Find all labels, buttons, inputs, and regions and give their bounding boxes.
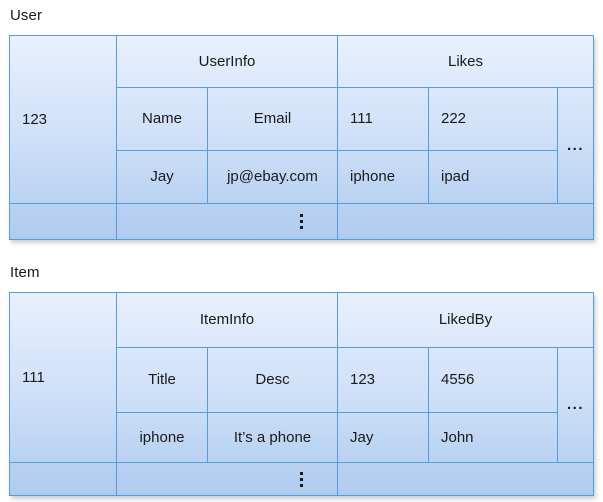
qualifier-cell-111: 111 [350, 110, 373, 127]
entity-table-user: 123 UserInfo Likes Name Email 111 222 Ja… [9, 35, 594, 240]
hline-footer-item [10, 462, 593, 463]
hline-qualifier-value-item [116, 412, 557, 413]
vertical-ellipsis-icon-user [300, 214, 303, 229]
qualifier-cell-title: Title [148, 371, 176, 388]
qualifier-cell-123: 123 [350, 371, 376, 388]
value-cell-desc: It’s a phone [233, 428, 312, 446]
column-family-header-iteminfo: ItemInfo [199, 311, 255, 328]
qualifier-cell-email: Email [253, 110, 292, 127]
value-cell-123: Jay [350, 428, 374, 446]
vertical-ellipsis-icon-item [300, 471, 303, 487]
divider-rowkey-user [116, 36, 117, 239]
hline-family-header-item [116, 347, 593, 348]
value-cell-title: iphone [139, 428, 185, 446]
row-key-cell-item: 111 [22, 368, 45, 386]
divider-overflow-user [557, 87, 558, 203]
hline-footer-user [10, 203, 593, 204]
table-caption-item: Item [10, 264, 40, 281]
divider-rowkey-item [116, 293, 117, 495]
column-family-header-likes: Likes [447, 52, 484, 70]
qualifier-cell-4556: 4556 [441, 371, 475, 388]
divider-family-item [337, 293, 338, 495]
hline-family-header-user [116, 87, 593, 88]
column-family-header-likedby: LikedBy [438, 311, 493, 328]
divider-123-4556-item [428, 347, 429, 462]
qualifier-cell-desc: Desc [255, 371, 290, 388]
value-cell-4556: John [441, 428, 474, 446]
entity-table-item: 111 ItemInfo LikedBy Title Desc 123 4556… [9, 292, 594, 496]
divider-name-email-user [207, 87, 208, 203]
table-caption-user: User [10, 7, 43, 24]
value-cell-222: ipad [441, 168, 470, 185]
divider-family-user [337, 36, 338, 239]
divider-overflow-item [557, 347, 558, 462]
row-key-cell-user: 123 [22, 110, 48, 128]
qualifier-cell-name: Name [141, 110, 182, 127]
divider-111-222-user [428, 87, 429, 203]
divider-title-desc-item [207, 347, 208, 462]
qualifier-cell-222: 222 [441, 110, 467, 127]
value-cell-111: iphone [350, 168, 396, 185]
overflow-ellipsis-icon-item: ... [566, 396, 584, 413]
overflow-ellipsis-icon-user: ... [566, 136, 584, 154]
column-family-header-userinfo: UserInfo [198, 52, 256, 70]
hline-qualifier-value-user [116, 150, 557, 151]
more-rows-footer-user [10, 204, 593, 239]
value-cell-email: jp@ebay.com [227, 168, 318, 185]
value-cell-name: Jay [150, 168, 174, 185]
more-rows-footer-item [10, 463, 593, 495]
